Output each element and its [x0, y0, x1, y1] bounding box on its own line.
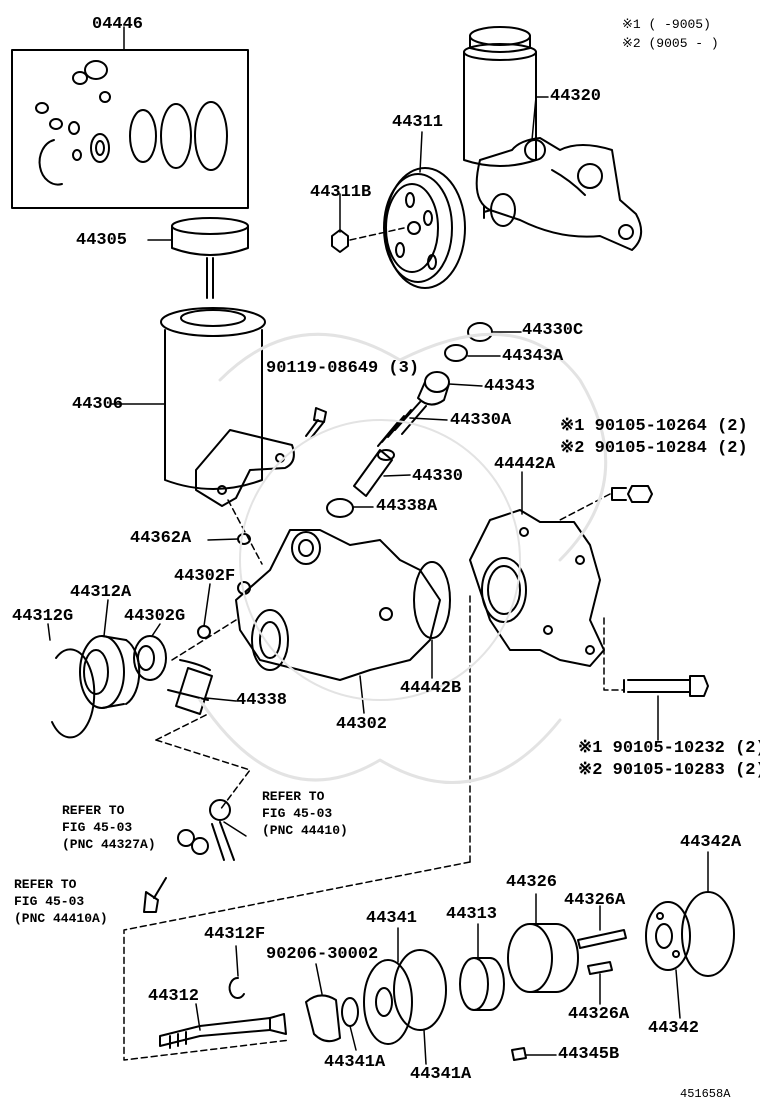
o-ring	[444, 344, 468, 362]
spring	[377, 401, 427, 447]
refer-note-44327a: REFER TO FIG 45-03 (PNC 44327A)	[62, 803, 156, 852]
pressure-plate	[645, 901, 691, 971]
gasket	[413, 561, 451, 639]
reservoir	[160, 307, 295, 507]
label-90105-10283: ※2 90105-10283 (2)	[578, 761, 760, 780]
label-44343: 44343	[484, 377, 536, 396]
label-44326a-bottom: 44326A	[568, 1005, 630, 1024]
refer-note-44410a: REFER TO FIG 45-03 (PNC 44410A)	[14, 877, 108, 926]
label-44330: 44330	[412, 467, 464, 486]
seal-kit-box	[11, 49, 249, 209]
label-90119-08649: 90119-08649 (3)	[266, 359, 420, 378]
watermark	[198, 332, 608, 784]
union	[417, 371, 450, 406]
oil-seal	[133, 635, 167, 681]
return-fitting	[143, 799, 235, 913]
snap-ring	[467, 322, 493, 342]
label-90105-10284: ※2 90105-10284 (2)	[560, 439, 748, 458]
vane	[511, 1047, 527, 1061]
label-04446: 04446	[92, 15, 144, 34]
pins	[577, 929, 627, 975]
figure-id: 451658A	[680, 1087, 731, 1101]
seal-ring	[305, 994, 341, 1043]
front-housing	[235, 529, 441, 681]
reservoir-bolt	[305, 407, 327, 439]
label-44341a-left: 44341A	[324, 1053, 386, 1072]
label-44313: 44313	[446, 905, 498, 924]
label-44362a: 44362A	[130, 529, 192, 548]
label-44306: 44306	[72, 395, 124, 414]
label-44341a-right: 44341A	[410, 1065, 472, 1084]
label-44305: 44305	[76, 231, 128, 250]
side-plate	[363, 949, 447, 1045]
upper-bolt	[559, 485, 653, 521]
label-44345b: 44345B	[558, 1045, 620, 1064]
o-ring-44338a	[326, 498, 354, 518]
pulley-nut	[331, 227, 405, 253]
label-90105-10232: ※1 90105-10232 (2)	[578, 739, 760, 758]
label-44326a-top: 44326A	[564, 891, 626, 910]
long-bolt	[603, 617, 709, 697]
label-44312a: 44312A	[70, 583, 132, 602]
label-44302g: 44302G	[124, 607, 186, 626]
label-44312g: 44312G	[12, 607, 74, 626]
label-44302: 44302	[336, 715, 388, 734]
label-44330c: 44330C	[522, 321, 584, 340]
rear-housing	[469, 509, 605, 667]
cam-ring	[507, 923, 579, 993]
label-44442b: 44442B	[400, 679, 462, 698]
o-ring-44341a	[341, 997, 359, 1027]
legend-line-2: ※2 (9005 - )	[622, 36, 719, 51]
pump-assembly	[463, 26, 643, 251]
bearing	[79, 635, 141, 709]
label-44343a: 44343A	[502, 347, 564, 366]
label-44342: 44342	[648, 1019, 700, 1038]
snap-ring-44312f	[228, 976, 245, 999]
label-44342a: 44342A	[680, 833, 742, 852]
label-44312f: 44312F	[204, 925, 266, 944]
label-44442a: 44442A	[494, 455, 556, 474]
label-90105-10264: ※1 90105-10264 (2)	[560, 417, 748, 436]
label-44338: 44338	[236, 691, 288, 710]
label-44312: 44312	[148, 987, 200, 1006]
flow-control-valve	[353, 449, 395, 497]
label-44311b: 44311B	[310, 183, 372, 202]
label-44326: 44326	[506, 873, 558, 892]
pulley	[383, 167, 466, 289]
label-44341: 44341	[366, 909, 418, 928]
leader-lines	[47, 26, 709, 1065]
label-44320: 44320	[550, 87, 602, 106]
rotor	[459, 957, 505, 1011]
label-44302f: 44302F	[174, 567, 236, 586]
shaft	[159, 1013, 287, 1049]
legend-line-1: ※1 ( -9005)	[622, 17, 711, 32]
assembly-lines	[123, 595, 471, 1061]
label-44311: 44311	[392, 113, 444, 132]
refer-note-44410: REFER TO FIG 45-03 (PNC 44410)	[262, 789, 348, 838]
label-44330a: 44330A	[450, 411, 512, 430]
reservoir-cap	[171, 217, 249, 299]
label-90206-30002: 90206-30002	[266, 945, 379, 964]
label-44338a: 44338A	[376, 497, 438, 516]
pressure-port	[167, 659, 213, 715]
part-44302f	[197, 625, 211, 639]
snap-ring-44312g	[51, 648, 96, 739]
